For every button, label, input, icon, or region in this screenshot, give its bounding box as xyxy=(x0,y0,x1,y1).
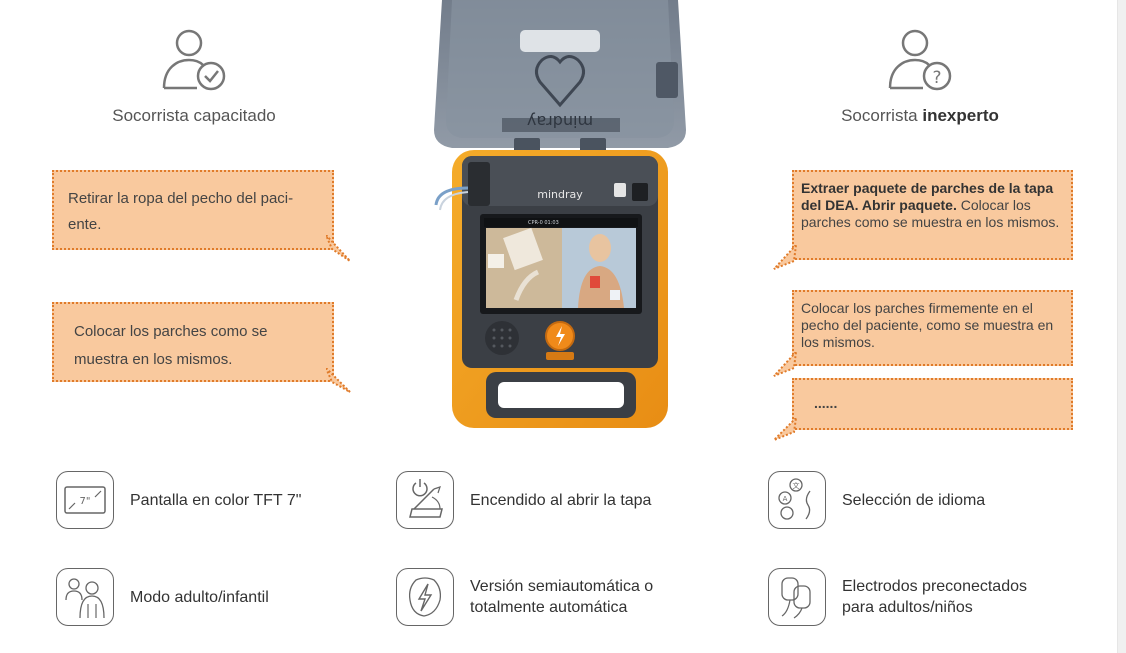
bubble-right-1-bold: Extraer paquete de parches de la tapa de… xyxy=(801,180,1054,213)
feature-power-lid: Encendido al abrir la tapa xyxy=(396,471,651,529)
feature-screen-label: Pantalla en color TFT 7" xyxy=(130,491,302,509)
feature-adult-child-label: Modo adulto/infantil xyxy=(130,588,269,606)
aed-screen-status: CPR-0 01:03 xyxy=(528,220,559,226)
feature-language-label: Selección de idioma xyxy=(842,491,986,509)
svg-text:?: ? xyxy=(932,68,941,88)
persona-untrained-label: Socorrista inexperto xyxy=(800,106,1040,126)
feature-electrodes-label: Electrodos preconectados para adultos/ni… xyxy=(842,578,1027,616)
trained-rescuer-icon xyxy=(162,29,226,91)
bubble-left-1-text: Retirar la ropa del pecho del paci- ente… xyxy=(68,190,294,233)
feature-language: 文 A Selección de idioma xyxy=(768,471,985,529)
aed-lid-brand: mindray xyxy=(527,112,593,131)
aed-brand-label: mindray xyxy=(537,188,583,201)
persona-untrained-bold: inexperto xyxy=(922,106,999,125)
bubble-left-2-tail xyxy=(326,368,351,393)
persona-untrained-prefix: Socorrista xyxy=(841,106,918,125)
aed-lid xyxy=(434,0,686,152)
bubble-left-1-tail xyxy=(326,235,351,262)
aed-device: mindray CPR-0 01:03 mindray xyxy=(434,0,686,428)
feature-power-lid-label: Encendido al abrir la tapa xyxy=(470,491,652,509)
bubble-left-2: Colocar los parches como se muestra en l… xyxy=(52,302,334,382)
persona-trained: Socorrista capacitado xyxy=(74,28,314,126)
feature-adult-child: Modo adulto/infantil xyxy=(56,568,269,626)
feature-shock-mode-label: Versión semiautomática o totalmente auto… xyxy=(470,578,654,616)
language-icon: 文 A xyxy=(768,471,826,529)
shock-icon xyxy=(396,568,454,626)
bubble-left-2-text: Colocar los parches como se muestra en l… xyxy=(74,323,268,368)
bubble-right-1: Extraer paquete de parches de la tapa de… xyxy=(792,170,1073,260)
feature-shock-mode: Versión semiautomática o totalmente auto… xyxy=(396,568,680,626)
bubble-right-3-tail xyxy=(773,418,798,441)
bubble-right-3: ...... xyxy=(792,378,1073,430)
aed-body xyxy=(434,150,668,428)
screen-7in-icon: 7" xyxy=(56,471,114,529)
svg-text:文: 文 xyxy=(793,481,800,490)
untrained-rescuer-icon: ? xyxy=(888,29,952,91)
electrodes-icon xyxy=(768,568,826,626)
bubble-right-2: Colocar los parches firmemente en el pec… xyxy=(792,290,1073,366)
bubble-right-2-text: Colocar los parches firmemente en el pec… xyxy=(801,300,1054,350)
persona-trained-label: Socorrista capacitado xyxy=(112,106,276,125)
screen-7in-badge: 7" xyxy=(80,496,91,507)
feature-electrodes: Electrodos preconectados para adultos/ni… xyxy=(768,568,1052,626)
bubble-left-1: Retirar la ropa del pecho del paci- ente… xyxy=(52,170,334,250)
svg-text:A: A xyxy=(783,495,788,503)
adult-child-icon xyxy=(56,568,114,626)
bubble-right-2-tail xyxy=(773,352,798,377)
feature-screen: 7" Pantalla en color TFT 7" xyxy=(56,471,301,529)
page-scrollbar[interactable] xyxy=(1117,0,1126,653)
bubble-right-3-text: ...... xyxy=(814,395,838,411)
bubble-right-1-tail xyxy=(773,245,798,270)
bubble-right-1-text: Colocar los parches como se muestra en l… xyxy=(801,197,1060,230)
power-lid-icon xyxy=(396,471,454,529)
persona-untrained: ? Socorrista inexperto xyxy=(800,28,1040,126)
